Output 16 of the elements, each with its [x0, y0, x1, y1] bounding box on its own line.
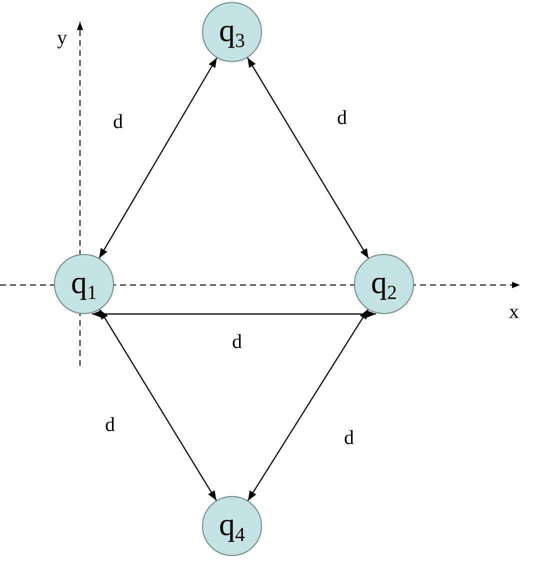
distance-arrow	[246, 57, 370, 259]
axis-label: x	[509, 302, 519, 322]
distance-arrow	[247, 309, 369, 501]
edge-label: d	[232, 332, 242, 352]
charge-label: q$_{4}$	[219, 508, 245, 544]
edge-label: d	[105, 415, 115, 435]
edge-label: d	[344, 428, 354, 448]
distance-arrow	[99, 309, 217, 501]
axis-label: y	[57, 28, 67, 48]
charge-label: q$_{3}$	[219, 14, 245, 50]
edge-label: d	[337, 108, 347, 128]
distance-arrow	[98, 58, 218, 258]
charge-label: q$_{2}$	[371, 266, 397, 302]
charge-label: q$_{1}$	[71, 266, 97, 302]
distance-arrow	[92, 310, 376, 318]
edge-label: d	[113, 112, 123, 132]
